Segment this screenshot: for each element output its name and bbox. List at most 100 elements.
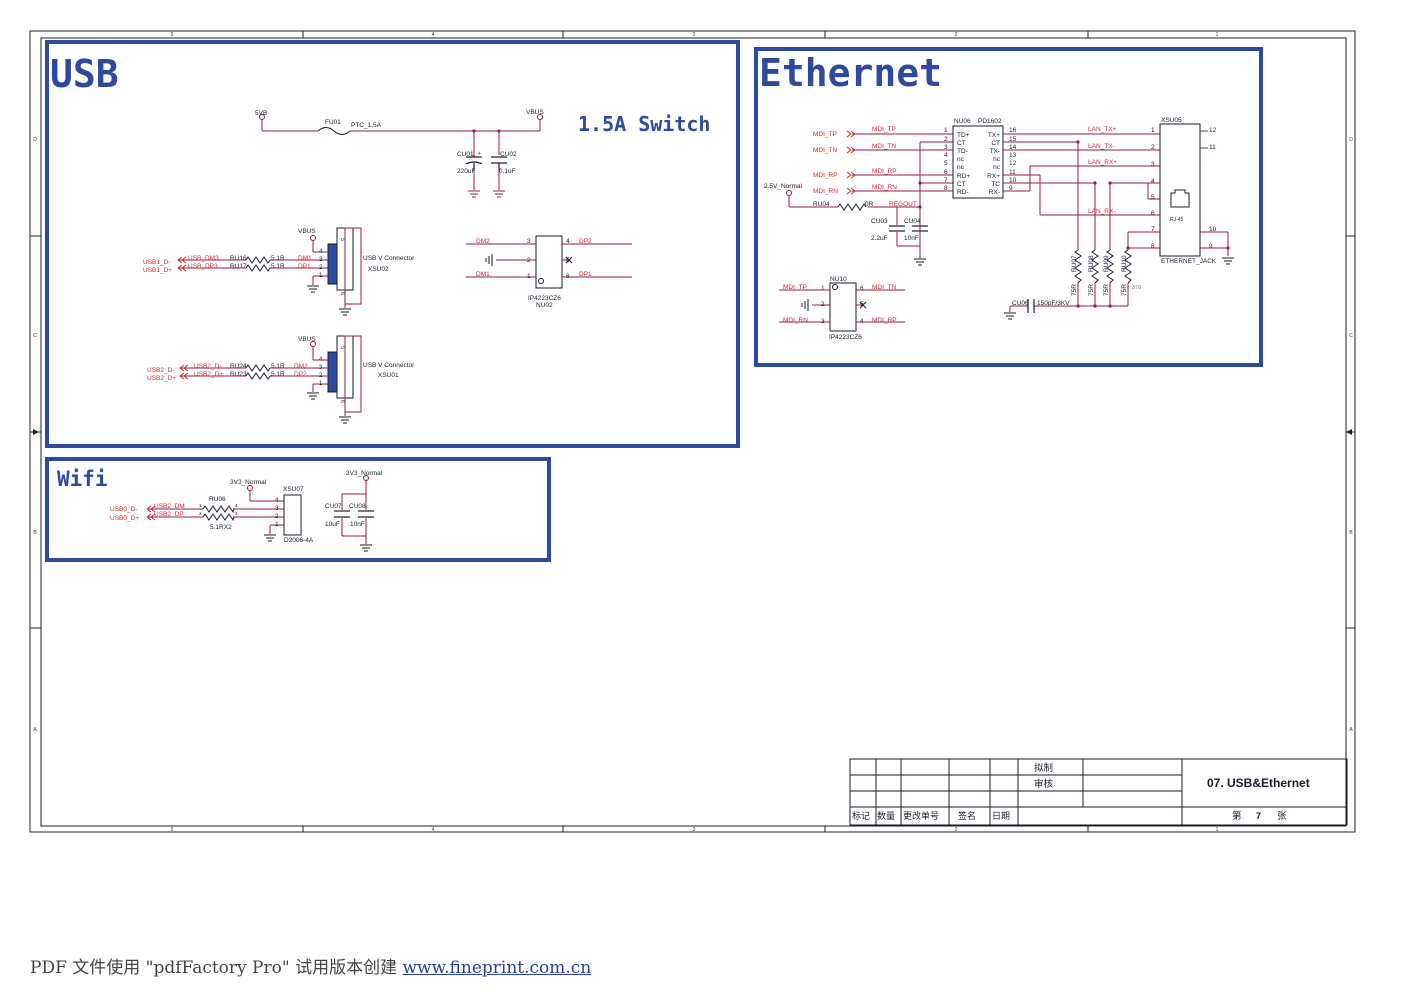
connector-label: RJ-45	[1170, 217, 1184, 223]
part-ref: FU01	[325, 119, 341, 126]
part-ref: XSU01	[378, 372, 399, 379]
connector-label: USB V Connector	[363, 255, 415, 262]
ground-icon	[263, 534, 373, 552]
net-label: MDI_RP	[872, 168, 897, 175]
transformer-body	[952, 125, 1004, 199]
net-label: VBUS	[298, 336, 316, 343]
pin-name: nc	[993, 156, 1001, 163]
part-value: PTC_1.5A	[351, 122, 382, 129]
section-boxes	[45, 40, 1263, 562]
part-ref: XSU05	[1161, 117, 1182, 124]
pdf-footer: PDF 文件使用 "pdfFactory Pro" 试用版本创建 www.fin…	[30, 953, 591, 978]
net-label: 370	[1132, 285, 1141, 291]
part-ref: CU07	[325, 503, 342, 510]
part-value: 220uF	[457, 168, 475, 175]
net-label: LAN_RX-	[1088, 208, 1115, 215]
pin-number: 6	[566, 273, 570, 280]
ethernet-esd-protection: MDI_TP MDI_RN MDI_TN MDI_RP 1 2 3 6 5 4 …	[779, 276, 905, 341]
net-label: DP2	[294, 371, 307, 378]
col-label: 4	[432, 827, 435, 833]
part-ref: RU23	[230, 371, 247, 378]
net-label: LAN_TX+	[1088, 126, 1117, 133]
part-value: 2.2uF	[871, 235, 888, 242]
title-block-draw: 拟制	[1034, 762, 1053, 774]
pin-number: 1	[199, 503, 202, 508]
pin-number: 14	[1009, 144, 1017, 151]
pin-number: 5	[944, 160, 948, 167]
power-port-icon	[537, 114, 543, 120]
power-port-icon	[259, 114, 265, 120]
usb-connector-2: VBUS USB2_D- USB2_D+ USB2_D- USB2_D+ RU2…	[147, 335, 415, 424]
part-ref: CU01	[457, 151, 474, 158]
part-ref: RU10	[1121, 255, 1128, 272]
part-ref: RU07	[1071, 255, 1078, 272]
row-label: B	[33, 530, 37, 536]
part-ref: RU17	[230, 263, 247, 270]
pin-number: 1	[1151, 127, 1155, 134]
pin-number: 1	[319, 381, 323, 387]
pin-number: 1	[821, 285, 825, 292]
col-label: 3	[693, 827, 696, 833]
net-label: MDI_TP	[813, 131, 837, 138]
pin-name: nc	[993, 164, 1001, 171]
pin-name: TC	[991, 181, 1000, 188]
part-value: 10nF	[350, 521, 365, 528]
signal-arrow-icon	[177, 256, 187, 272]
part-value: 0R	[865, 201, 874, 208]
title-block-header: 更改单号	[903, 810, 939, 822]
no-connect-icon	[859, 301, 867, 309]
title-block-header: 标记	[852, 810, 870, 822]
junction-dot	[472, 129, 476, 133]
pin-number: 3	[821, 318, 825, 325]
net-label: USB1_D-	[143, 259, 170, 266]
pin-name: RX+	[987, 173, 1000, 180]
net-label: LAN_TX-	[1088, 143, 1115, 150]
pin-number: 16	[1009, 127, 1017, 134]
net-label: VBUS	[526, 109, 544, 116]
row-label: C	[1349, 333, 1353, 339]
resistor-icon	[245, 364, 271, 380]
pin-number: 6	[944, 169, 948, 176]
footer-link[interactable]: www.fineprint.com.cn	[402, 958, 592, 978]
pin-number: 1	[319, 273, 323, 279]
row-label: A	[33, 727, 37, 733]
pin-number: 3	[319, 257, 323, 263]
pin-number: 8	[944, 185, 948, 192]
net-label: USB1_D+	[143, 267, 172, 274]
pin-number: 2	[319, 265, 323, 271]
part-ref: CU08	[349, 503, 366, 510]
part-ref: RU24	[230, 363, 247, 370]
pin-number: 1	[944, 127, 948, 134]
net-label: USB_DM3	[188, 255, 219, 262]
pin-name: CT	[991, 140, 1000, 147]
part-value: 5.1R	[271, 263, 285, 270]
pin-number: 2	[944, 136, 948, 143]
part-value: 0.1uF	[499, 168, 516, 175]
part-value: 75R	[1103, 284, 1110, 296]
pin-number: 3	[319, 365, 323, 371]
power-port-icon	[310, 341, 316, 347]
net-label: DM2	[476, 238, 490, 245]
wifi-section-box	[45, 457, 551, 562]
pin-number: 5	[1151, 194, 1155, 201]
power-port-icon	[786, 190, 792, 196]
pin-number: 2	[275, 513, 279, 520]
pin-number: 15	[1009, 136, 1017, 143]
part-value: 5.1R	[271, 255, 285, 262]
net-label: USB0_D+	[110, 515, 139, 522]
ethernet-transformer: MDI_TP MDI_TN MDI_RP MDI_RN MDI_TP MDI_T…	[764, 118, 1160, 266]
net-label: DM1	[298, 255, 312, 262]
part-ref: RU09	[1103, 255, 1110, 272]
pin-number: 2	[319, 373, 323, 379]
part-value: 75R	[1088, 284, 1095, 296]
sheet-border	[29, 30, 1356, 833]
net-label: USB2_D-	[194, 363, 221, 370]
net-label: MDI_TN	[872, 284, 897, 291]
pin-number: 12	[1009, 160, 1017, 167]
part-value: 5.1R	[271, 363, 285, 370]
junction-dot	[1076, 140, 1230, 308]
capacitor-icon	[889, 225, 928, 232]
footer-text: PDF 文件使用 "pdfFactory Pro" 试用版本创建	[30, 958, 403, 978]
col-label: 2	[955, 827, 958, 833]
part-value: 75R	[1071, 284, 1078, 296]
